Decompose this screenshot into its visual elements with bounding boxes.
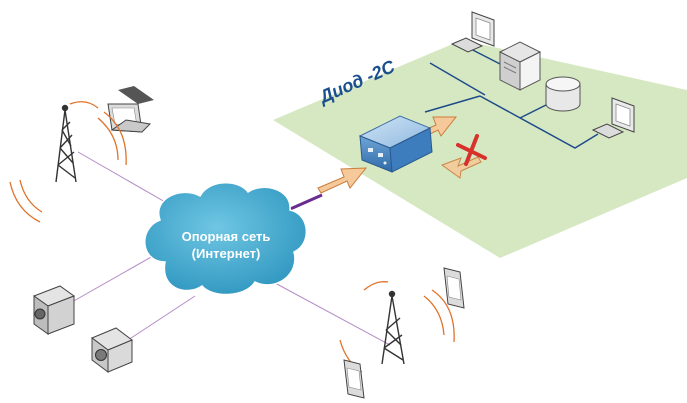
mobile-phone-icon-bottom: [343, 359, 365, 399]
laptop-icon: [107, 86, 154, 133]
radio-tower-icon-right: [381, 290, 405, 365]
database-icon: [545, 76, 581, 112]
data-diode-icon: [358, 115, 433, 173]
video-camera-icon: [32, 285, 76, 335]
monitor-icon-top: [450, 11, 495, 53]
blocked-x-icon: [456, 134, 487, 166]
server-icon: [498, 41, 542, 91]
link-tower-right: [261, 275, 391, 346]
cloud-icon: [144, 182, 308, 296]
protected-network-zone: [273, 40, 687, 258]
radio-tower-icon-left: [55, 104, 77, 183]
signal-waves-left: [9, 101, 127, 223]
cloud-label-line1: Опорная сеть: [181, 229, 271, 244]
inbound-arrow-icon: [317, 167, 368, 194]
cloud-label: Опорная сеть (Интернет): [151, 228, 301, 262]
photo-camera-icon: [91, 327, 133, 373]
cloud-label-line2: (Интернет): [191, 246, 261, 261]
mobile-phone-icon-top: [443, 267, 465, 309]
blocked-return-arrow-icon: [440, 156, 482, 179]
link-cloud-to-arrow: [287, 193, 323, 212]
link-camcorder: [71, 251, 161, 303]
monitor-icon-right: [591, 97, 635, 139]
link-camera: [124, 295, 196, 343]
